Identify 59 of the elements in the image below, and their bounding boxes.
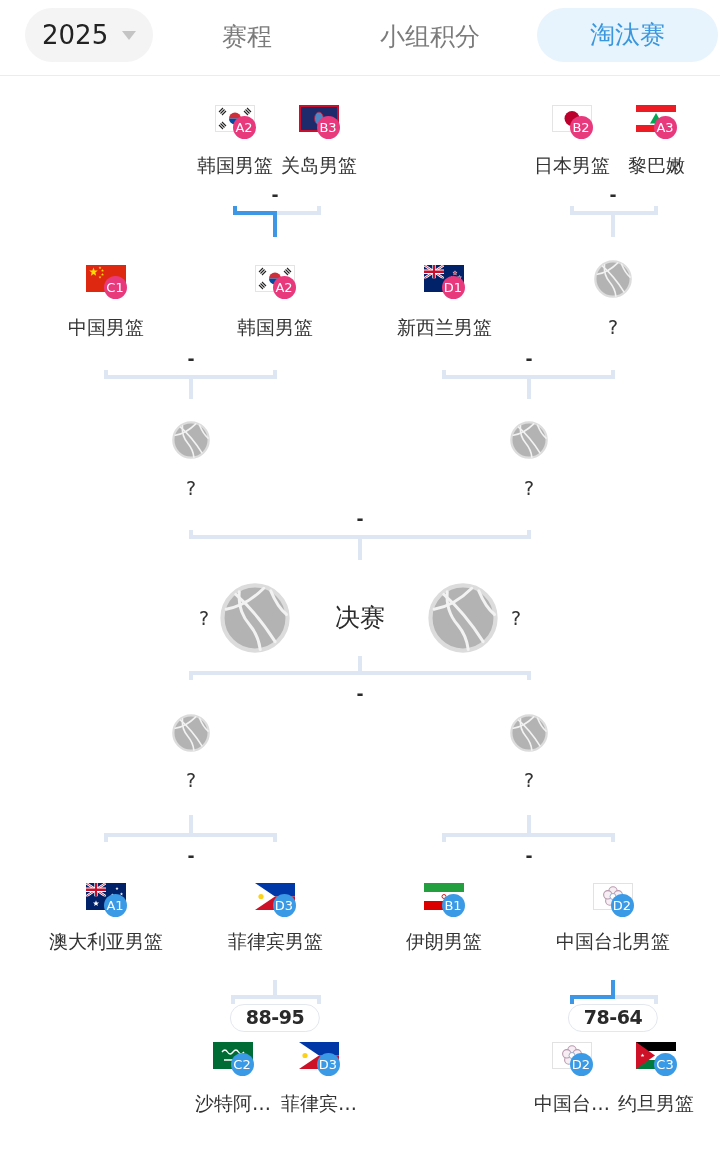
team-name: 中国男篮 xyxy=(68,316,144,338)
bracket-line xyxy=(273,211,277,237)
team-name: 约旦男篮 xyxy=(618,1092,694,1114)
tab-label: 赛程 xyxy=(222,22,272,52)
bracket-line xyxy=(275,995,321,1004)
tab-label: 小组积分 xyxy=(380,22,480,52)
bracket-line xyxy=(570,995,613,1004)
bracket-line xyxy=(570,206,613,215)
bracket-line xyxy=(231,995,275,1004)
bracket-line xyxy=(104,833,191,842)
score-text: - xyxy=(356,684,364,704)
team-name: 新西兰男篮 xyxy=(396,316,492,338)
bracket-line xyxy=(275,206,321,215)
team-name: 黎巴嫩 xyxy=(627,154,685,176)
team-name: 关岛男篮 xyxy=(281,154,357,176)
team-name: ? xyxy=(185,477,197,499)
bracket-line xyxy=(191,833,277,842)
round-title: 决赛 xyxy=(335,603,385,633)
score-text: - xyxy=(271,185,279,205)
bracket-line xyxy=(442,833,529,842)
bracket-line xyxy=(611,980,615,999)
bracket-line xyxy=(529,833,615,842)
team-name: 中国台北男篮 xyxy=(556,930,670,952)
team-name: ? xyxy=(185,769,197,791)
score-text: - xyxy=(356,509,364,529)
bracket-line xyxy=(613,206,658,215)
bracket-line xyxy=(613,995,658,1004)
year-dropdown: 2025 xyxy=(25,8,153,62)
score-text: - xyxy=(525,349,533,369)
score-text: - xyxy=(609,185,617,205)
team-name: 菲律宾… xyxy=(281,1092,357,1114)
team-name: ? xyxy=(523,477,535,499)
team-name: 伊朗男篮 xyxy=(406,930,482,952)
score-pill: 88-95 xyxy=(229,1004,321,1032)
team-name: 沙特阿… xyxy=(195,1092,271,1114)
bracket-line xyxy=(189,671,360,680)
team-name: 日本男篮 xyxy=(534,154,610,176)
team-name: 菲律宾男篮 xyxy=(227,930,323,952)
score-pill: 78-64 xyxy=(567,1004,659,1032)
team-name: 韩国男篮 xyxy=(197,154,273,176)
team-name: 中国台… xyxy=(534,1092,610,1114)
bracket-line xyxy=(360,530,531,539)
score-text: - xyxy=(187,846,195,866)
score-text: - xyxy=(187,349,195,369)
team-name: ? xyxy=(198,607,210,629)
bracket-line xyxy=(529,370,615,379)
score-text: - xyxy=(525,846,533,866)
team-name: ? xyxy=(510,607,522,629)
team-name: 澳大利亚男篮 xyxy=(49,930,163,952)
bracket-line xyxy=(191,370,277,379)
bracket-line xyxy=(104,370,191,379)
team-name: 韩国男篮 xyxy=(237,316,313,338)
active-tab: 淘汰赛 xyxy=(537,8,718,62)
team-name: ? xyxy=(607,316,619,338)
team-name: ? xyxy=(523,769,535,791)
bracket-line xyxy=(233,206,275,215)
bracket-line xyxy=(442,370,529,379)
bracket-line xyxy=(360,671,531,680)
bracket-line xyxy=(189,530,360,539)
